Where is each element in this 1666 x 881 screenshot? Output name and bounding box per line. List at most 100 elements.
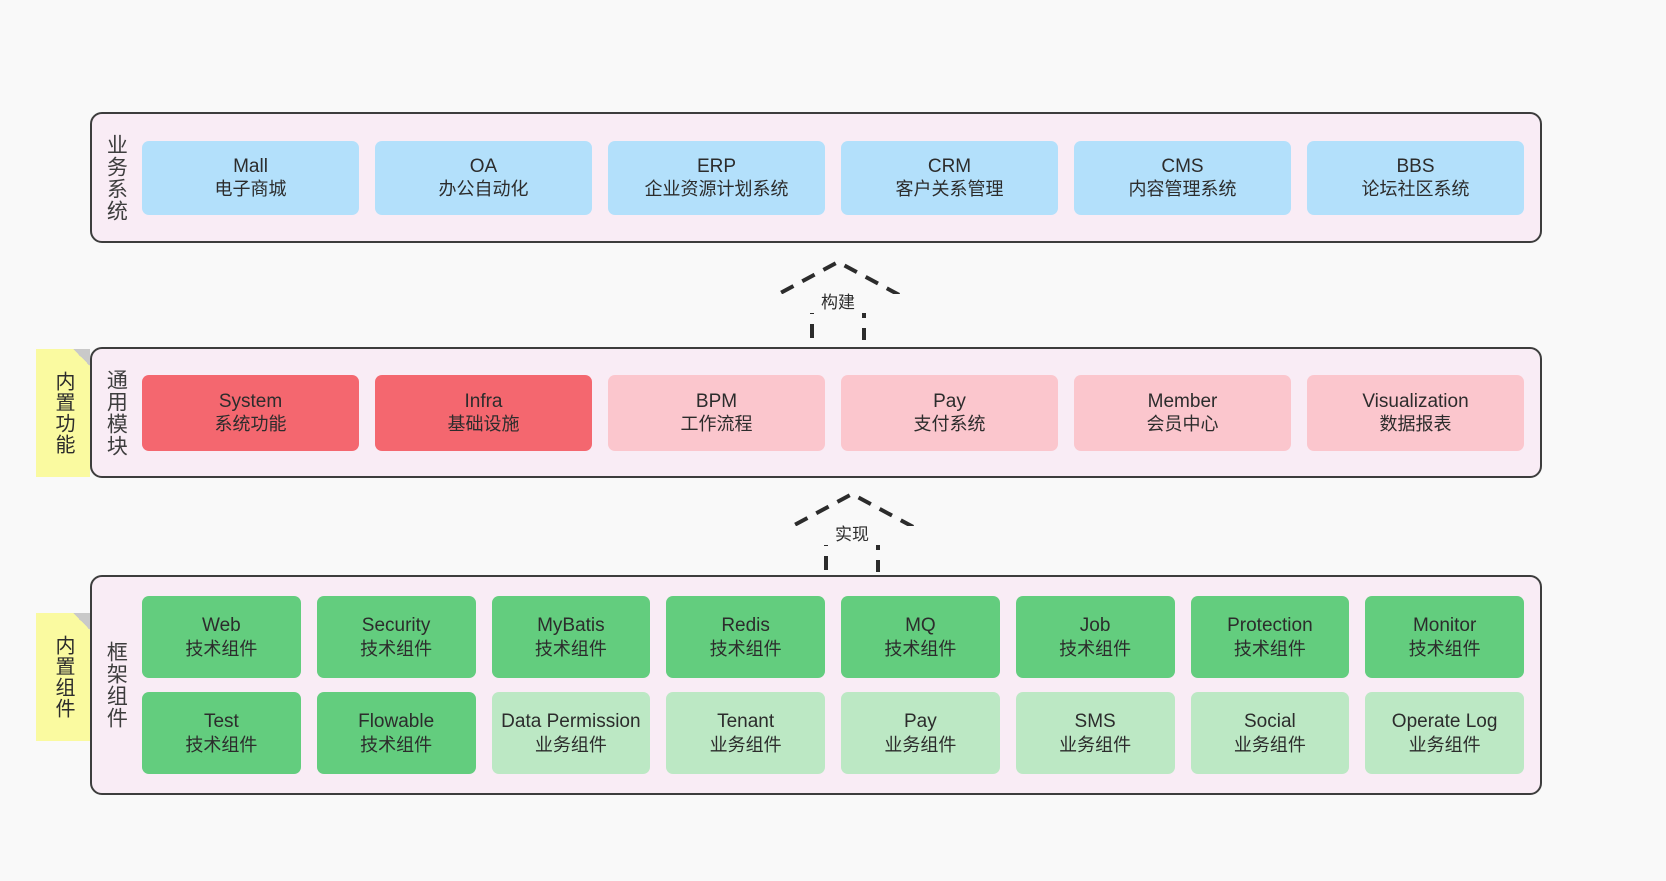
node-monitor[interactable]: Monitor 技术组件: [1365, 596, 1524, 678]
node-title: System: [218, 390, 283, 412]
node-title: Monitor: [1412, 615, 1477, 637]
layer-framework-components: 框架组件 Web 技术组件 Security 技术组件 MyBatis 技术组件…: [90, 575, 1542, 795]
node-crm[interactable]: CRM 客户关系管理: [841, 140, 1058, 215]
node-title: Security: [361, 615, 431, 637]
node-title: Flowable: [358, 711, 435, 733]
node-web[interactable]: Web 技术组件: [142, 596, 301, 678]
node-infra[interactable]: Infra 基础设施: [375, 374, 592, 451]
node-title: CRM: [927, 155, 972, 177]
node-title: MyBatis: [537, 615, 605, 637]
node-system[interactable]: System 系统功能: [142, 374, 359, 451]
note-label: 内置组件: [52, 635, 74, 719]
node-pay-component[interactable]: Pay 业务组件: [841, 692, 1000, 774]
note-builtin-components: 内置组件: [36, 613, 90, 741]
layer-body-business: Mall 电子商城 OA 办公自动化 ERP 企业资源计划系统 CRM 客户关系…: [138, 114, 1540, 241]
node-data-permission[interactable]: Data Permission 业务组件: [491, 692, 651, 774]
node-title: Test: [203, 711, 239, 733]
node-oa[interactable]: OA 办公自动化: [375, 140, 592, 215]
node-title: CMS: [1161, 155, 1204, 177]
node-title: Redis: [721, 615, 770, 637]
node-social[interactable]: Social 业务组件: [1190, 692, 1350, 774]
layer-title-modules: 通用模块: [104, 368, 128, 457]
node-protection[interactable]: Protection 技术组件: [1190, 596, 1350, 678]
node-member[interactable]: Member 会员中心: [1074, 374, 1291, 451]
arrow-realize: 实现: [770, 490, 934, 572]
node-subtitle: 技术组件: [185, 734, 258, 755]
layer-body-modules: System 系统功能 Infra 基础设施 BPM 工作流程 Pay 支付系统…: [138, 349, 1540, 476]
node-title: Protection: [1227, 615, 1313, 637]
node-subtitle: 技术组件: [1408, 638, 1481, 659]
node-tenant[interactable]: Tenant 业务组件: [666, 692, 825, 774]
layer-business-systems: 业务系统 Mall 电子商城 OA 办公自动化 ERP 企业资源计划系统 CRM…: [90, 112, 1542, 243]
node-redis[interactable]: Redis 技术组件: [666, 596, 825, 678]
node-subtitle: 业务组件: [1059, 734, 1132, 755]
layer-common-modules: 通用模块 System 系统功能 Infra 基础设施 BPM 工作流程 Pay…: [90, 347, 1542, 478]
node-subtitle: 技术组件: [360, 734, 433, 755]
node-subtitle: 业务组件: [1233, 734, 1306, 755]
node-cms[interactable]: CMS 内容管理系统: [1074, 140, 1291, 215]
node-subtitle: 业务组件: [534, 734, 607, 755]
node-subtitle: 系统功能: [214, 414, 287, 435]
layer-body-framework: Web 技术组件 Security 技术组件 MyBatis 技术组件 Redi…: [138, 577, 1540, 793]
node-title: Tenant: [717, 711, 775, 733]
node-subtitle: 客户关系管理: [895, 179, 1004, 200]
node-pay-module[interactable]: Pay 支付系统: [841, 374, 1058, 451]
node-subtitle: 业务组件: [1408, 734, 1481, 755]
node-mybatis[interactable]: MyBatis 技术组件: [491, 596, 651, 678]
layer-row: Test 技术组件 Flowable 技术组件 Data Permission …: [142, 692, 1524, 774]
arrow-label-build: 构建: [756, 293, 920, 313]
node-sms[interactable]: SMS 业务组件: [1015, 692, 1175, 774]
node-mq[interactable]: MQ 技术组件: [841, 596, 1000, 678]
arrow-build: 构建: [756, 258, 920, 340]
node-title: BPM: [695, 390, 738, 412]
node-subtitle: 技术组件: [360, 638, 433, 659]
node-subtitle: 论坛社区系统: [1361, 179, 1470, 200]
layer-row: Web 技术组件 Security 技术组件 MyBatis 技术组件 Redi…: [142, 596, 1524, 678]
node-visualization[interactable]: Visualization 数据报表: [1307, 374, 1524, 451]
node-subtitle: 技术组件: [534, 638, 607, 659]
node-subtitle: 技术组件: [1233, 638, 1306, 659]
node-bbs[interactable]: BBS 论坛社区系统: [1307, 140, 1524, 215]
node-subtitle: 电子商城: [214, 179, 287, 200]
node-title: Data Permission: [501, 711, 641, 733]
layer-title-framework: 框架组件: [104, 641, 128, 729]
node-title: Social: [1244, 711, 1296, 733]
node-title: MQ: [905, 615, 936, 637]
node-subtitle: 技术组件: [1059, 638, 1132, 659]
node-subtitle: 技术组件: [884, 638, 957, 659]
node-erp[interactable]: ERP 企业资源计划系统: [608, 140, 825, 215]
layer-row: Mall 电子商城 OA 办公自动化 ERP 企业资源计划系统 CRM 客户关系…: [142, 140, 1524, 215]
note-label: 内置功能: [52, 371, 74, 455]
node-subtitle: 支付系统: [913, 414, 986, 435]
node-subtitle: 业务组件: [884, 734, 957, 755]
node-subtitle: 办公自动化: [438, 179, 529, 200]
node-title: Member: [1147, 390, 1218, 412]
node-title: ERP: [696, 155, 737, 177]
node-title: Job: [1079, 615, 1111, 637]
node-subtitle: 技术组件: [185, 638, 258, 659]
node-title: SMS: [1074, 711, 1116, 733]
layer-title-business: 业务系统: [104, 133, 128, 222]
node-security[interactable]: Security 技术组件: [316, 596, 476, 678]
node-title: Visualization: [1362, 390, 1469, 412]
node-subtitle: 会员中心: [1146, 414, 1219, 435]
node-title: Pay: [904, 711, 937, 733]
node-subtitle: 企业资源计划系统: [644, 179, 789, 200]
node-title: Infra: [464, 390, 503, 412]
node-title: Web: [202, 615, 241, 637]
node-title: Pay: [933, 390, 966, 412]
node-title: Mall: [233, 155, 268, 177]
node-bpm[interactable]: BPM 工作流程: [608, 374, 825, 451]
node-operate-log[interactable]: Operate Log 业务组件: [1365, 692, 1524, 774]
node-job[interactable]: Job 技术组件: [1015, 596, 1175, 678]
node-subtitle: 业务组件: [709, 734, 782, 755]
note-builtin-functions: 内置功能: [36, 349, 90, 477]
node-subtitle: 基础设施: [447, 414, 520, 435]
node-mall[interactable]: Mall 电子商城: [142, 140, 359, 215]
node-test[interactable]: Test 技术组件: [142, 692, 301, 774]
node-subtitle: 内容管理系统: [1128, 179, 1237, 200]
node-flowable[interactable]: Flowable 技术组件: [316, 692, 476, 774]
node-subtitle: 技术组件: [709, 638, 782, 659]
node-title: Operate Log: [1391, 711, 1498, 733]
